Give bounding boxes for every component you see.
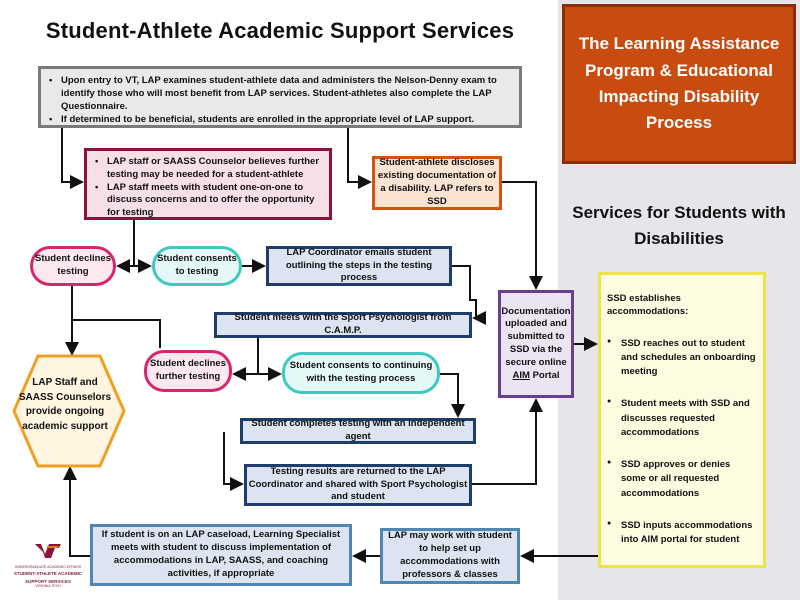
lap-work-box: LAP may work with student to help set up…: [380, 528, 520, 584]
independent-agent-box: Student completes testing with an indepe…: [240, 418, 476, 444]
ssd-item: SSD approves or denies some or all reque…: [607, 458, 757, 501]
intro-item: If determined to be beneficial, students…: [49, 114, 511, 127]
arrow-returned-to-documentation: [472, 398, 543, 485]
ssd-intro: SSD establishes accommodations:: [607, 293, 689, 317]
ssd-item: SSD reaches out to student and schedules…: [607, 337, 757, 380]
documentation-suffix: Portal: [532, 369, 560, 381]
declines-further-box: Student declines further testing: [144, 350, 232, 392]
logo-line1: UNDERGRADUATE ACADEMIC AFFAIRS: [14, 565, 82, 569]
arrow-intro-to-lap-staff: [61, 128, 84, 189]
arrow-consents2-to-independent: [440, 373, 465, 418]
arrow-discloses-to-documentation: [502, 181, 543, 290]
declines-testing-box: Student declines testing: [30, 246, 116, 286]
lap-header: The Learning Assistance Program & Educat…: [562, 4, 796, 164]
documentation-box: Documentation uploaded and submitted to …: [498, 290, 574, 398]
ssd-accommodations-box: SSD establishes accommodations: SSD reac…: [598, 272, 766, 568]
results-returned-box: Testing results are returned to the LAP …: [244, 464, 472, 506]
vt-logo-mark: [35, 544, 61, 558]
aim-portal-label: AIM: [512, 369, 530, 381]
consents-testing-box: Student consents to testing: [152, 246, 242, 286]
arrow-specialist-to-hexagon: [63, 466, 90, 557]
lap-staff-box: LAP staff or SAASS Counselor believes fu…: [84, 148, 332, 220]
ssd-item: SSD inputs accommodations into AIM porta…: [607, 519, 757, 548]
lap-staff-item: LAP staff or SAASS Counselor believes fu…: [95, 156, 321, 182]
lap-staff-item: LAP staff meets with student one-on-one …: [95, 182, 321, 220]
support-hexagon: LAP Staff and SAASS Counselors provide o…: [18, 377, 112, 432]
documentation-text: Documentation uploaded and submitted to …: [501, 305, 571, 368]
arrow-independent-to-returned: [223, 432, 244, 491]
coordinator-email-box: LAP Coordinator emails student outlining…: [266, 246, 452, 286]
arrow-declines2-to-hexagon: [72, 319, 161, 348]
ssd-item: Student meets with SSD and discusses req…: [607, 397, 757, 440]
intro-item: Upon entry to VT, LAP examines student-a…: [49, 75, 511, 113]
consents-continuing-box: Student consents to continuing with the …: [282, 352, 440, 394]
logo-line2: STUDENT-ATHLETE ACADEMIC: [13, 571, 83, 577]
logo-line4: VIRGINIA TECH: [35, 584, 61, 589]
camp-meeting-box: Student meets with the Sport Psychologis…: [214, 312, 472, 338]
support-hexagon-shape: [12, 354, 126, 468]
specialist-box: If student is on an LAP caseload, Learni…: [90, 524, 352, 586]
arrow-coordinator-to-camp: [452, 265, 486, 325]
vt-logo: UNDERGRADUATE ACADEMIC AFFAIRS STUDENT-A…: [12, 542, 84, 596]
ssd-header: Services for Students with Disabilities: [572, 203, 786, 248]
logo-line3: SUPPORT SERVICES: [25, 578, 71, 584]
page-title: Student-Athlete Academic Support Service…: [45, 18, 515, 43]
intro-box: Upon entry to VT, LAP examines student-a…: [38, 66, 522, 128]
discloses-box: Student-athlete discloses existing docum…: [372, 156, 502, 210]
arrow-intro-to-discloses: [347, 128, 372, 189]
